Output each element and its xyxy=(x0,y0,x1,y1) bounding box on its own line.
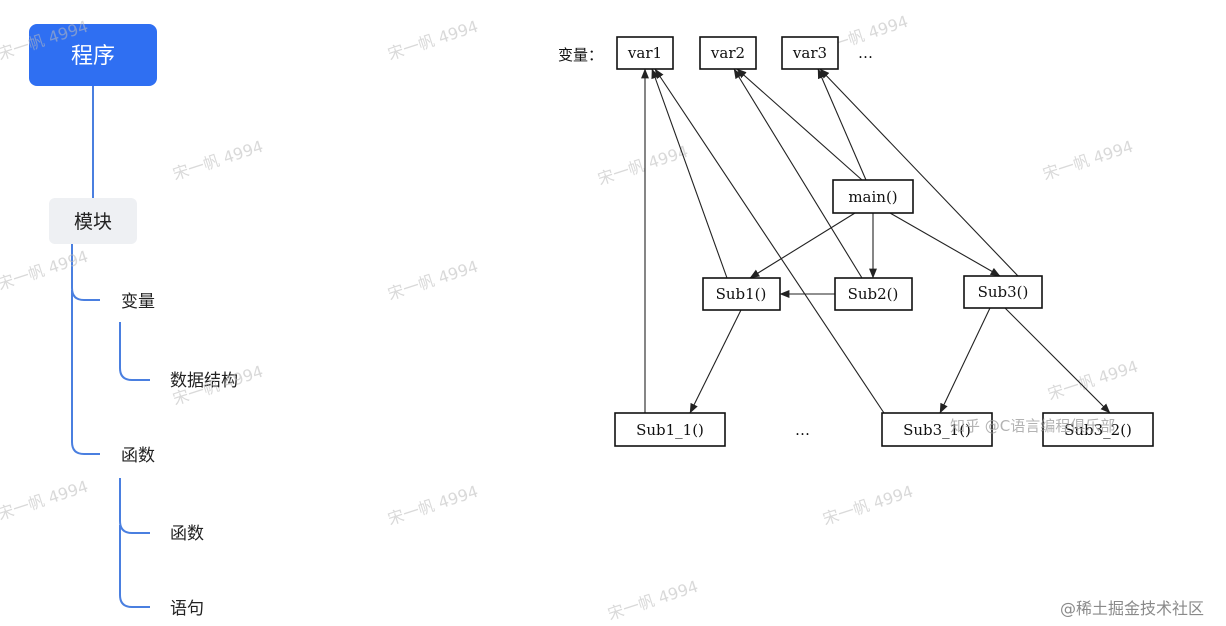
sub3-2-node: Sub3_2() xyxy=(1042,412,1154,447)
var2-label: var2 xyxy=(710,44,745,62)
sub2-label: Sub2() xyxy=(848,285,899,303)
mindmap-module-node: 模块 xyxy=(49,198,137,244)
watermark-author: 宋一帆 4994 xyxy=(170,137,265,184)
var3-label: var3 xyxy=(792,44,827,62)
arrow-sub2-to-var2 xyxy=(733,68,863,279)
arrow-main-to-var2 xyxy=(736,68,863,181)
watermark-author: 宋一帆 4994 xyxy=(385,257,480,304)
mind-map: 程序 模块 变量 数据结构 函数 函数 语句 xyxy=(29,24,238,619)
sub1-1-label: Sub1_1() xyxy=(636,421,704,439)
sub3-label: Sub3() xyxy=(978,283,1029,301)
sub1-node: Sub1() xyxy=(702,277,781,311)
arrow-main-to-var3 xyxy=(817,68,867,181)
watermark-site: @稀土掘金技术社区 xyxy=(1060,599,1204,618)
arrow-sub1-to-sub1-1 xyxy=(689,309,742,414)
var3-node: var3 xyxy=(781,36,839,70)
sub1-1-box xyxy=(614,412,726,447)
main-box xyxy=(832,179,914,214)
watermark-author: 宋一帆 4994 xyxy=(170,362,265,409)
watermark-layer: 宋一帆 4994 宋一帆 4994 宋一帆 4994 宋一帆 4994 宋一帆 … xyxy=(0,12,1140,624)
sub1-1-node: Sub1_1() xyxy=(614,412,726,447)
connector-module-variable xyxy=(71,244,100,301)
module-node-box xyxy=(49,198,137,244)
sub3-box xyxy=(963,275,1043,309)
var1-node: var1 xyxy=(616,36,674,70)
variable-node-label: 变量 xyxy=(121,292,155,312)
sub1-box xyxy=(702,277,781,311)
watermark-author: 宋一帆 4994 xyxy=(385,17,480,64)
var2-node: var2 xyxy=(699,36,757,70)
arrow-sub1-to-var1 xyxy=(651,68,728,279)
function-item-node-label: 函数 xyxy=(170,524,204,544)
watermark-author: 宋一帆 4994 xyxy=(605,577,700,624)
watermark-author: 宋一帆 4994 xyxy=(820,482,915,529)
main-node: main() xyxy=(832,179,914,214)
var3-box xyxy=(781,36,839,70)
var2-box xyxy=(699,36,757,70)
watermark-author: 宋一帆 4994 xyxy=(385,482,480,529)
connector-variable-datastructure xyxy=(119,322,150,381)
arrow-sub3-1-to-var1 xyxy=(654,68,885,414)
arrow-main-to-sub1 xyxy=(749,212,856,279)
sub2-box xyxy=(834,277,913,311)
sub3-1-box xyxy=(881,412,993,447)
arrow-sub3-to-var3 xyxy=(819,68,1019,277)
main-label: main() xyxy=(848,188,897,206)
arrow-sub3-to-sub3-2 xyxy=(1004,307,1111,414)
watermark-author: 宋一帆 4994 xyxy=(1045,357,1140,404)
watermark-author: 宋一帆 4994 xyxy=(1040,137,1135,184)
sub3-1-label: Sub3_1() xyxy=(903,421,971,439)
variables-more-ellipsis: … xyxy=(858,44,873,62)
watermark-author: 宋一帆 4994 xyxy=(0,477,90,524)
data-structure-node-label: 数据结构 xyxy=(170,371,238,391)
sub3-1-node: Sub3_1() xyxy=(881,412,993,447)
mindmap-root-node: 程序 xyxy=(29,24,157,86)
module-node-label: 模块 xyxy=(74,211,112,233)
watermark-author: 宋一帆 4994 xyxy=(595,142,690,189)
sub2-node: Sub2() xyxy=(834,277,913,311)
statement-node-label: 语句 xyxy=(170,599,204,619)
functions-more-ellipsis: … xyxy=(795,421,810,439)
watermark-zhihu: 知乎 @C语言编程俱乐部 xyxy=(950,417,1115,435)
root-node-box xyxy=(29,24,157,86)
sub3-node: Sub3() xyxy=(963,275,1043,309)
arrow-sub3-to-sub3-1 xyxy=(939,307,991,414)
var1-label: var1 xyxy=(627,44,662,62)
arrow-main-to-sub3 xyxy=(889,212,1001,277)
watermark-author: 宋一帆 4994 xyxy=(0,17,90,64)
root-node-label: 程序 xyxy=(71,44,115,69)
sub3-2-box xyxy=(1042,412,1154,447)
sub3-2-label: Sub3_2() xyxy=(1064,421,1132,439)
var1-box xyxy=(616,36,674,70)
connector-function-statement xyxy=(119,525,150,608)
mindmap-connectors xyxy=(71,86,150,608)
function-group-node-label: 函数 xyxy=(121,446,155,466)
sub1-label: Sub1() xyxy=(716,285,767,303)
connector-function-function xyxy=(119,478,150,534)
variables-row-label: 变量： xyxy=(558,46,603,64)
watermark-author: 宋一帆 4994 xyxy=(0,247,90,294)
connector-module-function xyxy=(71,290,100,455)
call-arrows xyxy=(641,68,1111,414)
